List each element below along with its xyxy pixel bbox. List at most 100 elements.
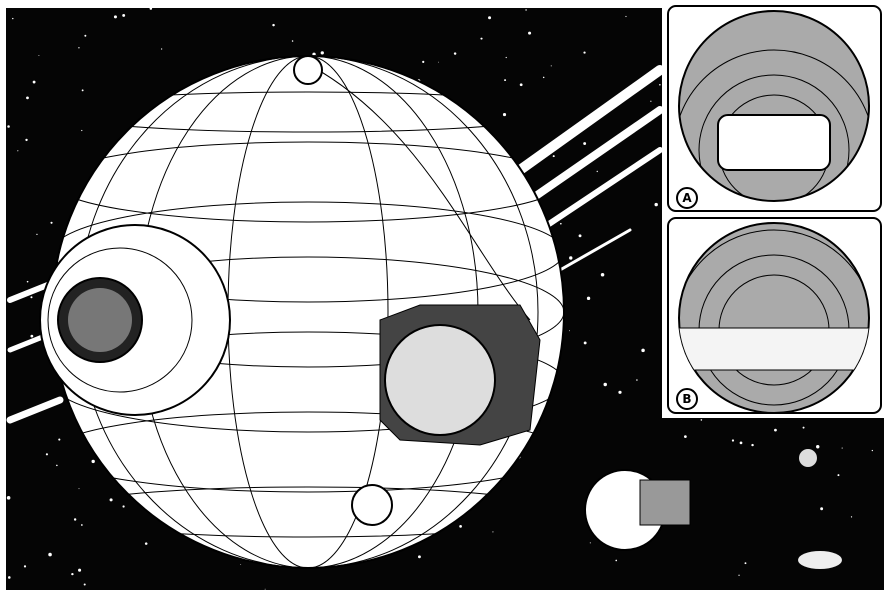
star <box>78 47 80 49</box>
star <box>58 438 61 441</box>
star <box>320 51 324 55</box>
star <box>73 518 77 521</box>
star <box>850 516 853 518</box>
star <box>80 524 83 526</box>
star <box>83 583 86 586</box>
star <box>504 79 507 82</box>
star <box>569 330 570 332</box>
star <box>437 61 439 63</box>
star <box>802 426 805 429</box>
star <box>488 16 492 20</box>
star <box>837 474 840 477</box>
star <box>7 125 10 128</box>
star <box>459 525 462 528</box>
star <box>56 464 58 467</box>
star <box>744 562 747 565</box>
star <box>684 435 687 438</box>
star <box>8 576 11 579</box>
star <box>625 15 627 18</box>
star <box>122 13 126 17</box>
star <box>12 17 14 20</box>
star <box>422 60 425 63</box>
star <box>502 113 507 117</box>
star <box>26 280 29 283</box>
star <box>589 542 591 544</box>
star <box>586 296 591 300</box>
probe-craft <box>799 449 817 467</box>
small-pod-craft <box>584 469 691 551</box>
star <box>240 564 242 566</box>
panel-label-b: B <box>676 388 698 410</box>
star <box>91 459 95 464</box>
star <box>654 202 658 207</box>
star <box>78 488 80 490</box>
star <box>122 505 125 508</box>
star <box>30 296 33 299</box>
star <box>751 443 754 447</box>
star <box>505 56 507 59</box>
star <box>528 31 532 35</box>
star <box>600 273 605 277</box>
star <box>578 234 582 238</box>
star <box>525 9 527 11</box>
star <box>48 552 52 557</box>
star <box>583 341 587 345</box>
space-station-sphere <box>39 55 565 569</box>
star <box>738 574 740 576</box>
star <box>615 559 618 562</box>
star <box>583 51 586 54</box>
star <box>160 48 163 50</box>
star <box>659 83 661 86</box>
star <box>820 507 824 511</box>
star <box>618 390 622 394</box>
star <box>480 37 483 40</box>
star <box>81 129 83 132</box>
star <box>816 445 820 449</box>
star <box>739 441 743 445</box>
star <box>700 419 703 421</box>
star <box>453 52 457 55</box>
star <box>6 496 11 500</box>
star <box>731 439 735 442</box>
star <box>30 334 34 338</box>
star <box>603 382 607 387</box>
star <box>552 155 555 158</box>
star <box>871 449 874 452</box>
shuttle-craft <box>798 551 842 569</box>
cross-section-panel-b <box>667 217 882 414</box>
star <box>71 572 74 576</box>
star <box>113 15 117 19</box>
panel-label-a: A <box>676 187 698 209</box>
star <box>84 34 87 37</box>
star <box>550 65 552 67</box>
star <box>26 96 29 100</box>
star <box>272 23 275 27</box>
star <box>492 531 494 533</box>
star <box>45 453 49 456</box>
star <box>32 80 36 84</box>
star <box>23 565 27 568</box>
star <box>841 447 843 449</box>
star <box>569 256 573 260</box>
cross-section-panel-a <box>667 5 882 212</box>
star <box>418 555 421 559</box>
star <box>542 76 545 79</box>
star <box>636 379 638 381</box>
star <box>291 40 294 42</box>
star <box>149 7 153 10</box>
star <box>78 568 82 572</box>
star <box>50 221 53 224</box>
star <box>519 83 523 87</box>
star <box>774 428 777 432</box>
star <box>144 542 148 545</box>
star <box>641 348 645 353</box>
star <box>25 138 28 142</box>
star <box>17 150 19 152</box>
star <box>81 89 84 92</box>
star <box>36 233 38 236</box>
star <box>109 498 113 502</box>
star <box>264 588 266 590</box>
star <box>650 100 652 102</box>
